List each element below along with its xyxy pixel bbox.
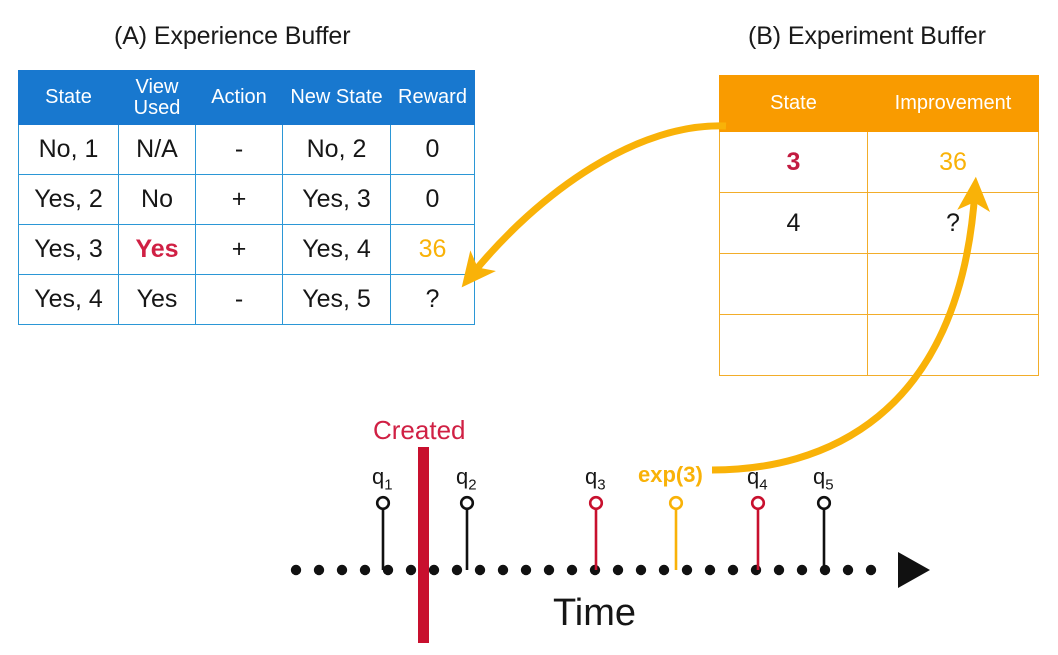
cell-improvement: ? bbox=[867, 192, 1039, 254]
cell-new-state: No, 2 bbox=[282, 124, 391, 175]
event-label-q4-sub: 4 bbox=[759, 476, 768, 494]
cell-reward: ? bbox=[390, 274, 475, 325]
table-row: Yes, 3 Yes + Yes, 4 36 bbox=[18, 224, 475, 275]
column-header-reward: Reward bbox=[390, 70, 475, 125]
event-label-q1-sub: 1 bbox=[384, 476, 393, 494]
event-label-q4: q4 bbox=[747, 464, 768, 493]
event-label-q1: q1 bbox=[372, 464, 393, 493]
table-header-row: State View Used Action New State Reward bbox=[18, 70, 475, 125]
panel-a-caption: (A) Experience Buffer bbox=[114, 22, 351, 50]
event-label-q1-base: q bbox=[372, 464, 385, 489]
event-label-q5: q5 bbox=[813, 464, 834, 493]
cell-state-highlighted: 3 bbox=[719, 131, 868, 193]
cell-reward: 0 bbox=[390, 124, 475, 175]
cell-view-used-highlighted: Yes bbox=[118, 224, 196, 275]
cell-view-used: N/A bbox=[118, 124, 196, 175]
cell-state: Yes, 2 bbox=[18, 174, 119, 225]
cell-action: + bbox=[195, 174, 283, 225]
created-label: Created bbox=[373, 415, 466, 445]
event-label-exp3-base: exp(3) bbox=[638, 462, 703, 487]
cell-reward-highlighted: 36 bbox=[390, 224, 475, 275]
cell-state bbox=[719, 253, 868, 315]
cell-action: - bbox=[195, 274, 283, 325]
event-label-q2-base: q bbox=[456, 464, 469, 489]
cell-state: 4 bbox=[719, 192, 868, 254]
table-row: 3 36 bbox=[719, 131, 1039, 193]
cell-state: Yes, 3 bbox=[18, 224, 119, 275]
column-header-action: Action bbox=[195, 70, 283, 125]
cell-improvement bbox=[867, 314, 1039, 376]
column-header-improvement: Improvement bbox=[867, 75, 1039, 132]
event-label-q4-base: q bbox=[747, 464, 760, 489]
panel-b-caption: (B) Experiment Buffer bbox=[748, 22, 986, 50]
table-row bbox=[719, 314, 1039, 376]
event-label-q3: q3 bbox=[585, 464, 606, 493]
cell-new-state: Yes, 4 bbox=[282, 224, 391, 275]
arrow-timeline-to-experiment bbox=[711, 176, 991, 474]
experience-buffer-table: State View Used Action New State Reward … bbox=[18, 70, 475, 325]
cell-view-used: No bbox=[118, 174, 196, 225]
table-row bbox=[719, 253, 1039, 315]
table-row: No, 1 N/A - No, 2 0 bbox=[18, 124, 475, 175]
cell-action: - bbox=[195, 124, 283, 175]
cell-state bbox=[719, 314, 868, 376]
event-label-q2-sub: 2 bbox=[468, 476, 477, 494]
event-label-q5-sub: 5 bbox=[825, 476, 834, 494]
cell-improvement-highlighted: 36 bbox=[867, 131, 1039, 193]
column-header-new-state: New State bbox=[282, 70, 391, 125]
event-label-q3-sub: 3 bbox=[597, 476, 606, 494]
cell-state: No, 1 bbox=[18, 124, 119, 175]
experiment-buffer-table: State Improvement 3 36 4 ? bbox=[719, 75, 1039, 376]
table-row: 4 ? bbox=[719, 192, 1039, 254]
time-axis-label: Time bbox=[553, 592, 637, 634]
event-label-q5-base: q bbox=[813, 464, 826, 489]
event-label-q3-base: q bbox=[585, 464, 598, 489]
cell-reward: 0 bbox=[390, 174, 475, 225]
cell-view-used: Yes bbox=[118, 274, 196, 325]
cell-new-state: Yes, 3 bbox=[282, 174, 391, 225]
cell-state: Yes, 4 bbox=[18, 274, 119, 325]
column-header-state: State bbox=[18, 70, 119, 125]
event-label-q2: q2 bbox=[456, 464, 477, 493]
column-header-view-used: View Used bbox=[118, 70, 196, 125]
table-row: Yes, 2 No + Yes, 3 0 bbox=[18, 174, 475, 225]
table-row: Yes, 4 Yes - Yes, 5 ? bbox=[18, 274, 475, 325]
event-label-exp3: exp(3) bbox=[638, 462, 703, 488]
arrow-experiment-to-experience bbox=[461, 122, 727, 288]
cell-new-state: Yes, 5 bbox=[282, 274, 391, 325]
